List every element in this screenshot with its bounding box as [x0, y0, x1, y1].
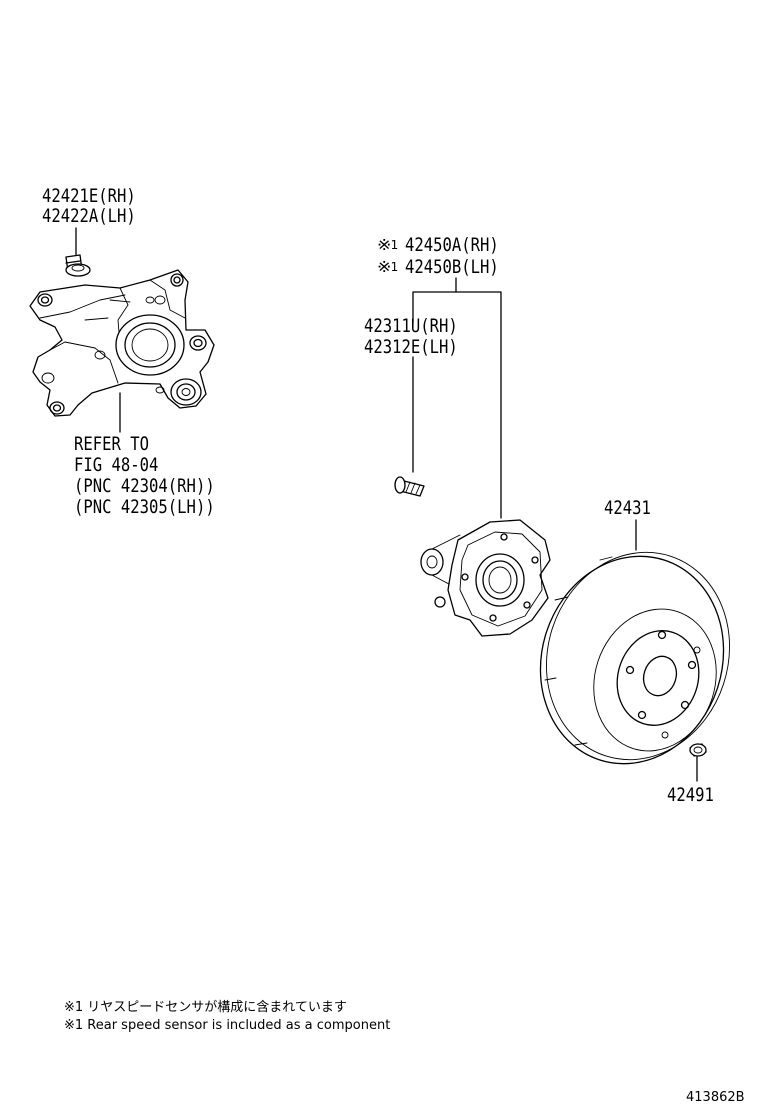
leader-hub-assy-bracket	[412, 291, 502, 519]
hub-bolt-icon	[394, 476, 425, 497]
note-english: ※1 Rear speed sensor is included as a co…	[64, 1018, 391, 1033]
note-japanese: ※1 リヤスピードセンサが構成に含まれています	[64, 1000, 347, 1015]
label-hub-bolt-lh: 42312E(LH)	[364, 336, 458, 358]
reference-mark-number: 1	[390, 260, 399, 274]
label-disc-screw: 42491	[667, 784, 714, 806]
hub-bearing-icon	[420, 519, 551, 637]
reference-mark-number: 1	[390, 238, 399, 252]
hub-assy-mark-lh: ※1	[377, 258, 399, 277]
label-hub-assy-rh: 42450A(RH)	[405, 234, 499, 256]
rear-axle-carrier-icon	[29, 269, 215, 417]
hub-assy-mark-rh: ※1	[377, 236, 399, 255]
knuckle-bolt-icon	[65, 254, 91, 277]
reference-mark: ※	[377, 258, 392, 276]
label-hub-assy-lh: 42450B(LH)	[405, 256, 499, 278]
label-knuckle-bolt-lh: 42422A(LH)	[42, 205, 136, 227]
disc-screw-icon	[689, 743, 707, 757]
figure-id: 413862B	[686, 1090, 745, 1105]
label-ref-pnc-lh: (PNC 42305(LH))	[74, 496, 215, 518]
reference-mark: ※	[377, 236, 392, 254]
label-brake-disc: 42431	[604, 497, 651, 519]
label-ref-pnc-rh: (PNC 42304(RH))	[74, 475, 215, 497]
label-ref-fig: FIG 48-04	[74, 454, 159, 476]
label-refer-to: REFER TO	[74, 433, 150, 455]
brake-disc-icon	[539, 551, 730, 765]
label-knuckle-bolt-rh: 42421E(RH)	[42, 185, 136, 207]
label-hub-bolt-rh: 42311U(RH)	[364, 315, 458, 337]
